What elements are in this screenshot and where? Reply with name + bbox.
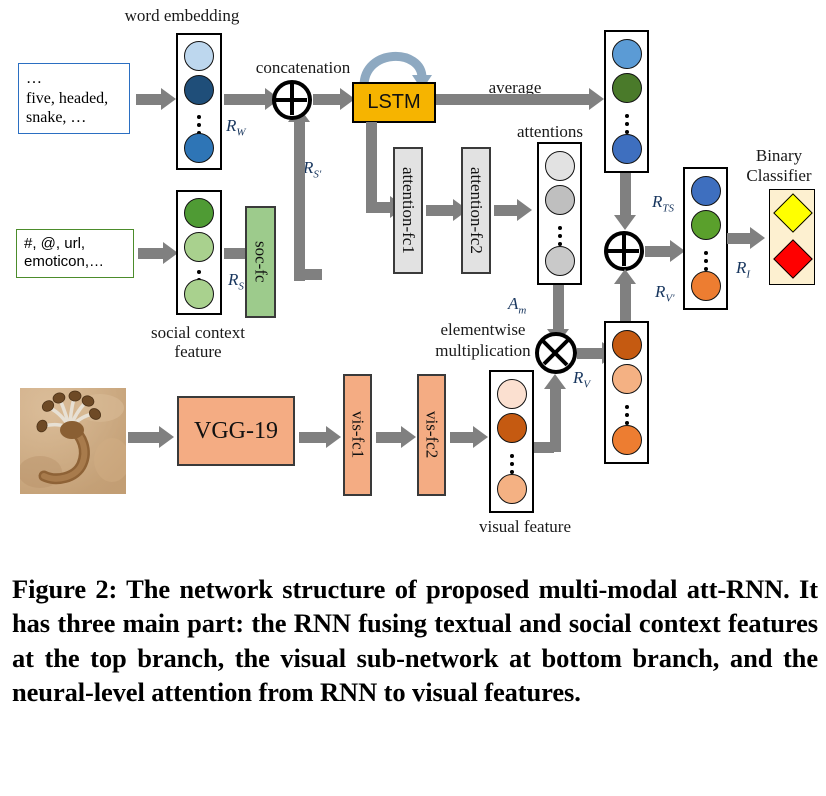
node-rvprime-2 [612,425,642,455]
classifier-negative-diamond [773,239,813,279]
block-attention-fc1[interactable]: attention-fc1 [393,147,423,274]
symbol-rv: RV [573,368,591,391]
symbol-rw: RW [226,116,246,139]
label-average: average [488,78,542,97]
node-visual-0 [497,379,527,409]
arrow-ri-to-classifier [727,227,769,249]
social-context-column [176,190,222,315]
social-line1: #, @, url, [24,235,86,252]
label-social-context-line2: feature [174,342,222,361]
textual-input-box[interactable]: … five, headed, snake, … [18,63,130,134]
visual-feature-column [489,370,534,513]
node-rvprime-0 [612,330,642,360]
label-word-embedding: word embedding [124,6,240,25]
node-ri-0 [691,176,721,206]
node-social-1 [184,232,214,262]
input-image-photo [20,388,126,494]
arrow-visfc1-to-visfc2 [372,426,418,448]
node-ri-2 [691,271,721,301]
symbol-am: Am [508,294,527,317]
social-line2: emoticon,… [24,253,105,271]
label-social-context-line1: social context [151,323,245,342]
node-attention-0 [545,151,575,181]
social-input-box[interactable]: #, @, url, emoticon,… [16,229,134,278]
node-word-2 [184,133,214,163]
arrow-rts-to-fuse [613,173,643,237]
symbol-ri: RI [736,258,751,281]
classifier-positive-diamond [773,193,813,233]
arrow-attentionfc2-to-attentions [491,199,537,221]
symbol-rv-prime: RV' [655,282,675,305]
rvprime-ellipsis [606,401,647,429]
textual-line1: … [26,70,42,87]
rts-column [604,30,649,173]
ri-ellipsis [685,247,726,275]
node-rts-1 [612,73,642,103]
label-attentions: attentions [516,122,584,141]
symbol-rts: RTS [652,192,675,215]
node-social-2 [184,279,214,309]
block-vis-fc1[interactable]: vis-fc1 [343,374,372,496]
operator-elementwise-multiplication [535,332,577,374]
block-vgg19[interactable]: VGG-19 [177,396,295,466]
node-rts-0 [612,39,642,69]
label-concatenation: concatenation [255,58,351,77]
block-lstm[interactable]: LSTM [352,82,436,123]
visual-feature-ellipsis [491,450,532,478]
label-binary-classifier-line2: Classifier [746,166,812,185]
arrow-concat-to-lstm [313,88,355,110]
arrow-textual-to-embedding [136,88,176,110]
arrow-lstm-average [436,88,606,110]
arrow-visfc2-to-visual-feature [446,426,492,448]
figure-caption: Figure 2: The network structure of propo… [12,574,818,708]
arrow-fuse-to-ri [645,240,687,262]
arrow-photo-to-vgg [128,426,178,448]
node-attention-1 [545,185,575,215]
ri-column [683,167,728,310]
arrow-rv-to-multiply [504,364,594,456]
block-vis-fc2[interactable]: vis-fc2 [417,374,446,496]
operator-concatenation [272,80,312,120]
arrow-social-to-embedding [138,242,178,264]
label-elementwise-line2: multiplication [435,341,531,360]
label-elementwise-line1: elementwise [440,320,526,339]
label-binary-classifier-line1: Binary [755,146,803,165]
word-embedding-column [176,33,222,170]
node-visual-1 [497,413,527,443]
node-attention-2 [545,246,575,276]
arrow-rvprime-to-fuse [613,265,643,327]
attentions-ellipsis [539,222,580,250]
block-soc-fc[interactable]: soc-fc [245,206,276,318]
node-social-0 [184,198,214,228]
node-visual-2 [497,474,527,504]
textual-line2: five, headed, [26,89,109,107]
textual-line3: snake, … [26,109,87,127]
binary-classifier-box[interactable] [769,189,815,285]
symbol-rs: RS [228,270,244,293]
attentions-column [537,142,582,285]
node-rvprime-1 [612,364,642,394]
arrow-vgg-to-visfc1 [295,426,343,448]
rvprime-column [604,321,649,464]
block-attention-fc2[interactable]: attention-fc2 [461,147,491,274]
node-ri-1 [691,210,721,240]
node-word-0 [184,41,214,71]
node-word-1 [184,75,214,105]
rts-ellipsis [606,110,647,138]
symbol-rs-prime: RS' [303,158,322,181]
label-visual-feature: visual feature [478,517,572,536]
arrow-rsprime-to-concat [276,99,322,281]
node-rts-2 [612,134,642,164]
